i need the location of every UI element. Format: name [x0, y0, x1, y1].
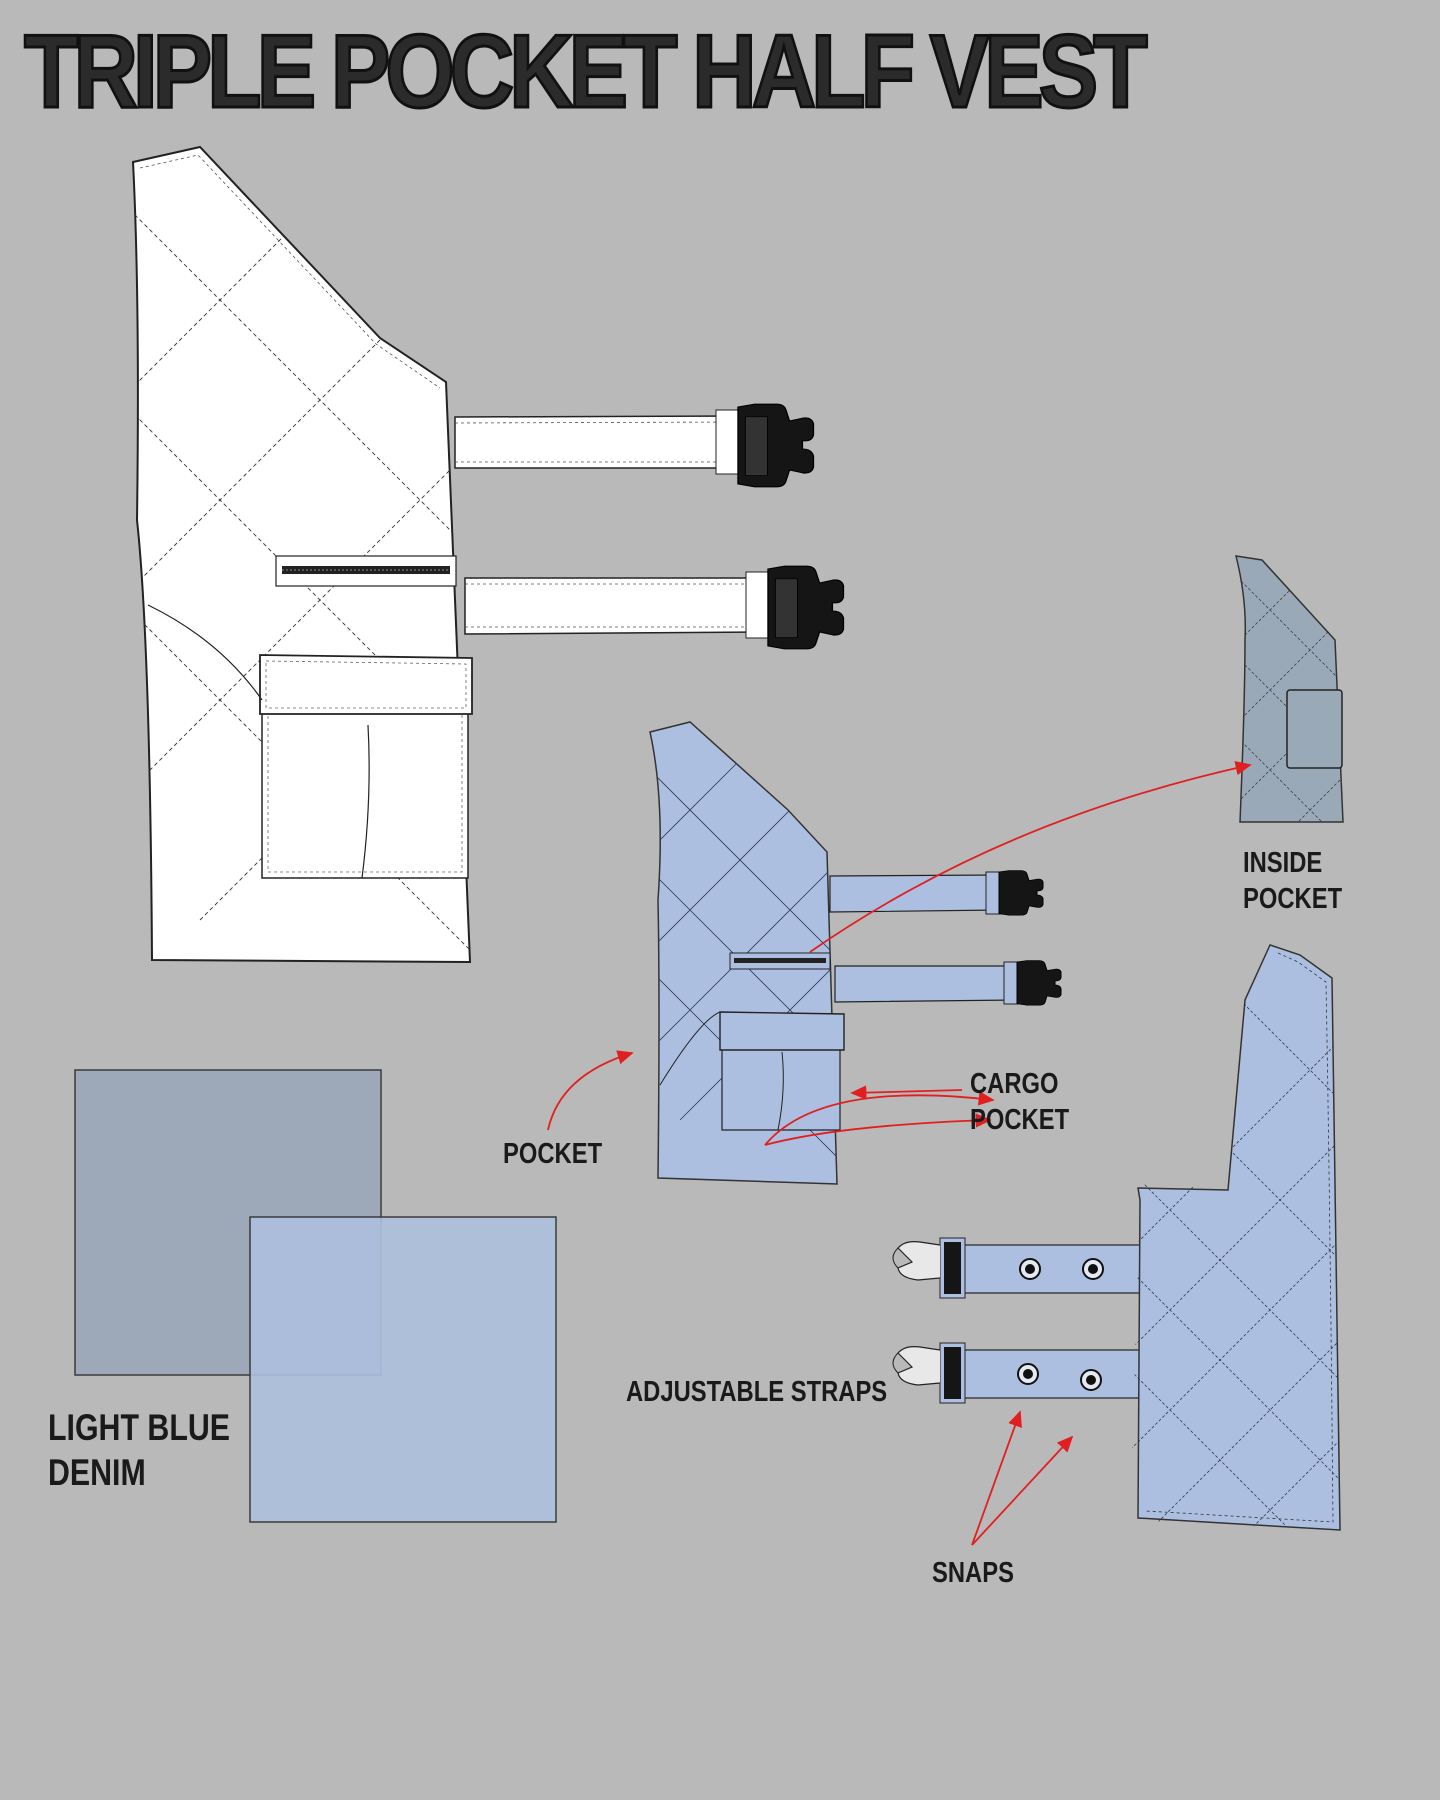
snap-button-icon [1019, 1258, 1041, 1280]
zipper-icon [275, 555, 457, 587]
lower-strap [892, 1342, 1146, 1404]
upper-strap [454, 403, 815, 488]
cargo-pocket-label: CARGO POCKET [970, 1066, 1069, 1139]
back-view-vest [892, 944, 1341, 1531]
inside-pocket-label-line1: INSIDE [1243, 847, 1323, 879]
lower-strap [464, 565, 845, 650]
inside-pocket-label-line2: POCKET [1243, 883, 1343, 916]
side-release-buckle-icon [767, 565, 845, 650]
side-release-buckle-icon [737, 403, 815, 488]
swatch-light-blue [249, 1216, 557, 1523]
side-release-buckle-icon [998, 870, 1044, 916]
cargo-pocket [259, 654, 473, 879]
adjustable-straps-label-text: ADJUSTABLE STRAPS [626, 1376, 888, 1408]
inside-pocket-label: INSIDE POCKET [1243, 845, 1342, 918]
inside-view-vest [1234, 555, 1344, 823]
pocket-label: POCKET [503, 1136, 602, 1172]
cargo-pocket [719, 1011, 845, 1131]
snap-button-icon [1017, 1363, 1039, 1385]
snap-button-icon [1080, 1369, 1102, 1391]
inside-pocket [1286, 689, 1343, 769]
fabric-label-line1: LIGHT BLUE [48, 1407, 231, 1448]
snaps-label-text: SNAPS [932, 1557, 1014, 1589]
adjustable-straps-label: ADJUSTABLE STRAPS [626, 1374, 887, 1410]
fabric-label: LIGHT BLUE DENIM [48, 1405, 230, 1495]
page-title: TRIPLE POCKET HALF VEST [23, 14, 1149, 130]
snaps-label: SNAPS [932, 1555, 1014, 1591]
fabric-swatches [74, 1069, 557, 1523]
red-arrow-icon [547, 761, 1252, 1546]
main-vest-front [131, 145, 845, 964]
cargo-pocket-label-line2: POCKET [970, 1104, 1070, 1137]
upper-strap [829, 870, 1044, 916]
light-blue-vest-front [649, 721, 1062, 1185]
side-release-buckle-icon [1016, 960, 1062, 1006]
cargo-pocket-label-line1: CARGO [970, 1068, 1059, 1100]
fabric-label-line2: DENIM [48, 1452, 146, 1494]
upper-strap [892, 1237, 1146, 1299]
pocket-label-text: POCKET [503, 1138, 603, 1170]
lower-strap [834, 960, 1062, 1006]
snap-button-icon [1082, 1258, 1104, 1280]
zipper-icon [729, 952, 831, 970]
